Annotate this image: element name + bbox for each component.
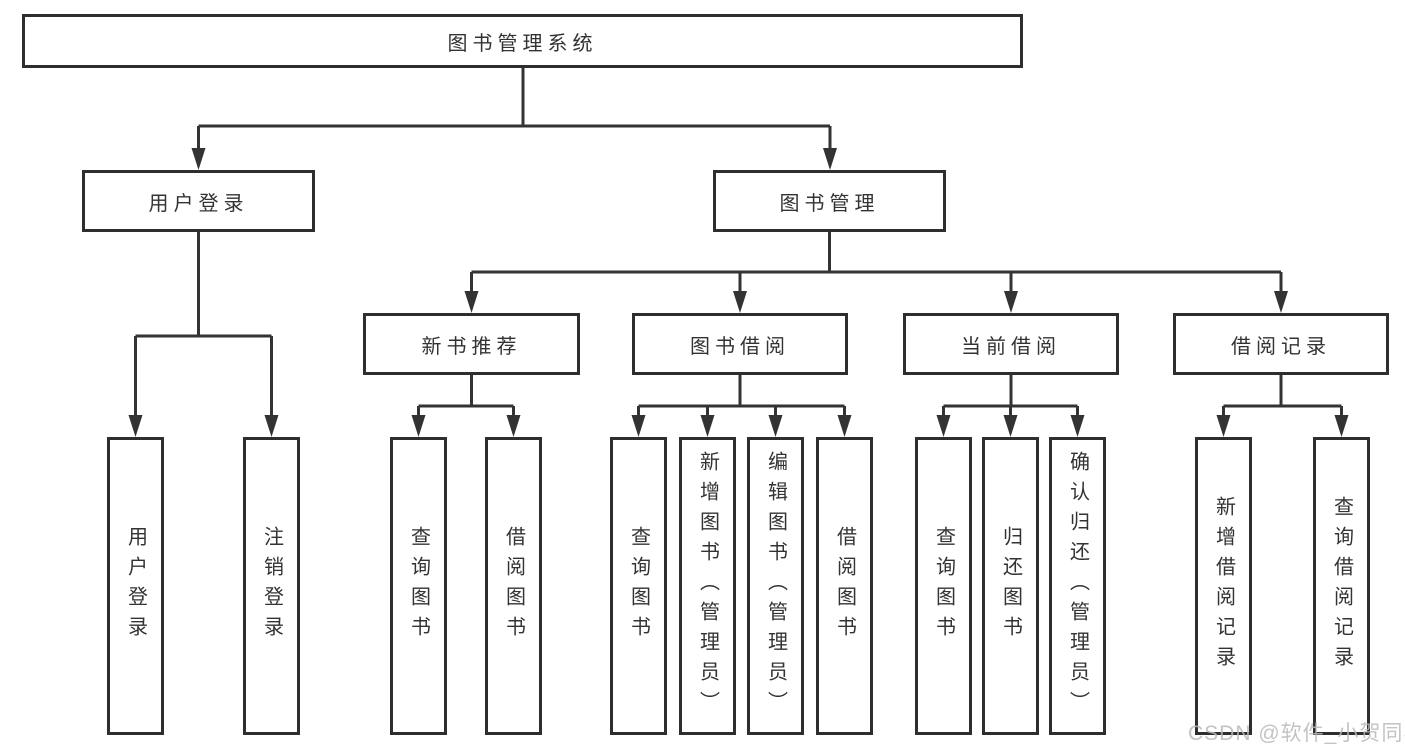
arrowhead	[823, 148, 837, 170]
node-label: 新增图书（管理员）	[696, 451, 719, 721]
arrowhead	[700, 415, 715, 437]
connector-root	[197, 68, 832, 152]
arrowheads	[128, 148, 1349, 437]
arrowhead	[506, 415, 521, 437]
arrowhead	[128, 415, 143, 437]
arrowhead	[464, 291, 479, 313]
node-current-borrowing: 当前借阅	[903, 313, 1119, 375]
node-library-management-system: 图书管理系统	[22, 14, 1023, 68]
node-leaf-user-login: 用户登录	[107, 437, 164, 735]
connector-borrowing-records	[1222, 375, 1343, 419]
arrowhead	[837, 415, 852, 437]
node-leaf-query-books-current: 查询图书	[915, 437, 972, 735]
node-label: 借阅图书	[502, 526, 525, 646]
connector-current-borrowing	[942, 375, 1079, 419]
node-label: 图书借阅	[690, 335, 790, 358]
arrowhead	[264, 415, 279, 437]
arrowhead	[411, 415, 426, 437]
watermark: CSDN @软件_小贺同学	[1188, 722, 1405, 745]
arrowhead	[733, 291, 747, 313]
connector-book-management	[470, 232, 1283, 295]
arrowhead	[1216, 415, 1231, 437]
arrowhead	[1334, 415, 1349, 437]
connector-book-borrowing	[637, 375, 846, 419]
node-leaf-logout: 注销登录	[243, 437, 300, 735]
node-label: 借阅图书	[833, 526, 856, 646]
arrowhead	[1004, 291, 1018, 313]
node-user-login: 用户登录	[82, 170, 315, 232]
node-label: 归还图书	[999, 526, 1022, 646]
node-leaf-query-borrow-record: 查询借阅记录	[1313, 437, 1370, 735]
node-label: 用户登录	[124, 526, 147, 646]
connector-user-login	[134, 232, 273, 419]
node-leaf-return-books: 归还图书	[982, 437, 1039, 735]
arrowhead	[1003, 415, 1018, 437]
node-label: 用户登录	[148, 192, 249, 215]
node-label: 图书管理	[779, 192, 880, 215]
node-label: 借阅记录	[1231, 335, 1331, 358]
node-label: 查询借阅记录	[1330, 496, 1353, 676]
node-leaf-query-books-recommend: 查询图书	[390, 437, 447, 735]
arrowhead	[1070, 415, 1085, 437]
node-new-book-recommend: 新书推荐	[363, 313, 580, 375]
connector-new-book-recommend	[417, 375, 515, 419]
node-leaf-borrow-books: 借阅图书	[816, 437, 873, 735]
node-leaf-add-books-admin: 新增图书（管理员）	[679, 437, 736, 735]
node-leaf-edit-books-admin: 编辑图书（管理员）	[747, 437, 804, 735]
node-label: 确认归还（管理员）	[1066, 451, 1089, 721]
node-label: 查询图书	[932, 526, 955, 646]
node-book-management: 图书管理	[713, 170, 946, 232]
node-leaf-query-books-borrowing: 查询图书	[610, 437, 667, 735]
node-label: 新增借阅记录	[1212, 496, 1235, 676]
node-leaf-confirm-return-admin: 确认归还（管理员）	[1049, 437, 1106, 735]
node-label: 当前借阅	[961, 335, 1061, 358]
arrowhead	[631, 415, 646, 437]
node-leaf-borrow-books-recommend: 借阅图书	[485, 437, 542, 735]
arrowhead	[936, 415, 951, 437]
node-book-borrowing: 图书借阅	[632, 313, 848, 375]
arrowhead	[768, 415, 783, 437]
arrowhead	[191, 148, 206, 170]
arrowhead	[1274, 291, 1288, 313]
node-label: 注销登录	[260, 526, 283, 646]
node-label: 新书推荐	[421, 335, 522, 358]
node-borrowing-records: 借阅记录	[1173, 313, 1389, 375]
node-label: 图书管理系统	[447, 32, 598, 55]
node-label: 查询图书	[627, 526, 650, 646]
node-label: 编辑图书（管理员）	[764, 451, 787, 721]
node-leaf-add-borrow-record: 新增借阅记录	[1195, 437, 1252, 735]
node-label: 查询图书	[407, 526, 430, 646]
